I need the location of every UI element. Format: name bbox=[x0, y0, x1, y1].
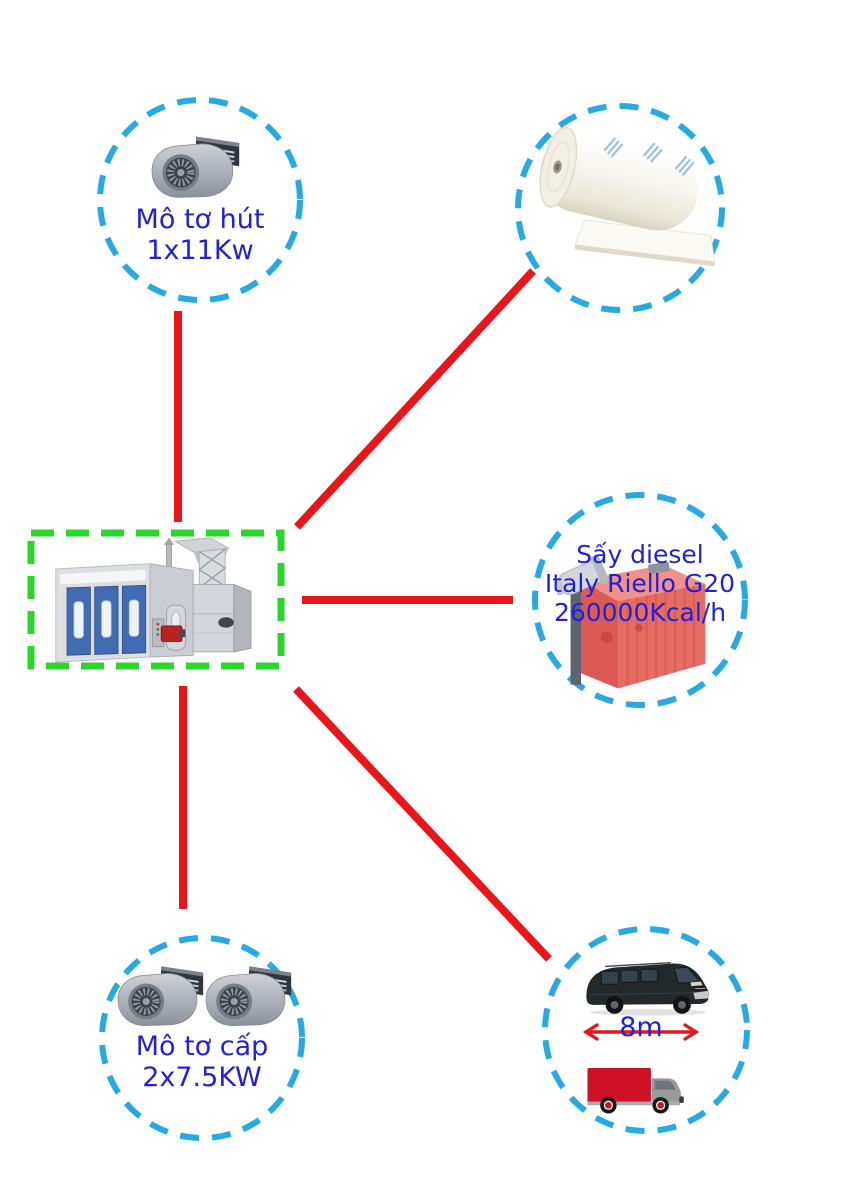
centrifugal-fan-icon bbox=[148, 134, 244, 200]
node-filter-roll bbox=[518, 106, 722, 310]
ring-vehicles bbox=[542, 926, 750, 1134]
centrifugal-fan-icon bbox=[114, 964, 208, 1028]
connector-filter-roll bbox=[294, 268, 536, 530]
node-diesel-heater: Sấy diesel Italy Riello G20 260000Kcal/h bbox=[535, 494, 745, 704]
label-line: 1x11Kw bbox=[146, 235, 254, 266]
label-line: Italy Riello G20 bbox=[544, 569, 736, 598]
ring-filter-roll bbox=[515, 103, 725, 313]
label-line: 2x7.5KW bbox=[142, 1062, 262, 1093]
diesel-heater-label: Sấy diesel Italy Riello G20 260000Kcal/h bbox=[521, 540, 759, 627]
ring-supply-motor bbox=[99, 935, 305, 1141]
vehicle-length-label: 8m bbox=[619, 1012, 663, 1043]
ring-exhaust-motor bbox=[97, 97, 303, 303]
label-line: Sấy diesel bbox=[576, 540, 704, 569]
diesel-burner-icon bbox=[557, 554, 706, 689]
centrifugal-fan-icon bbox=[202, 964, 296, 1028]
center-box-border bbox=[27, 529, 285, 670]
label-line: 260000Kcal/h bbox=[553, 598, 727, 627]
node-supply-motor: Mô tơ cấp 2x7.5KW bbox=[102, 938, 302, 1138]
van-icon bbox=[586, 961, 710, 1016]
exhaust-motor-label: Mô tơ hút 1x11Kw bbox=[86, 204, 314, 266]
ring-diesel-heater bbox=[532, 492, 748, 708]
label-line: Mô tơ cấp bbox=[135, 1031, 269, 1062]
dimension-arrow-icon bbox=[582, 1023, 700, 1041]
node-exhaust-motor: Mô tơ hút 1x11Kw bbox=[100, 100, 300, 300]
label-line: Mô tơ hút bbox=[135, 204, 265, 235]
center-node-spray-booth bbox=[28, 530, 284, 668]
supply-motor-label: Mô tơ cấp 2x7.5KW bbox=[88, 1031, 316, 1093]
connector-vehicles bbox=[293, 686, 552, 962]
truck-icon bbox=[587, 1067, 684, 1114]
filter-roll-icon bbox=[539, 126, 716, 267]
spray-booth-icon bbox=[55, 537, 252, 663]
node-vehicles: 8m bbox=[545, 929, 747, 1131]
